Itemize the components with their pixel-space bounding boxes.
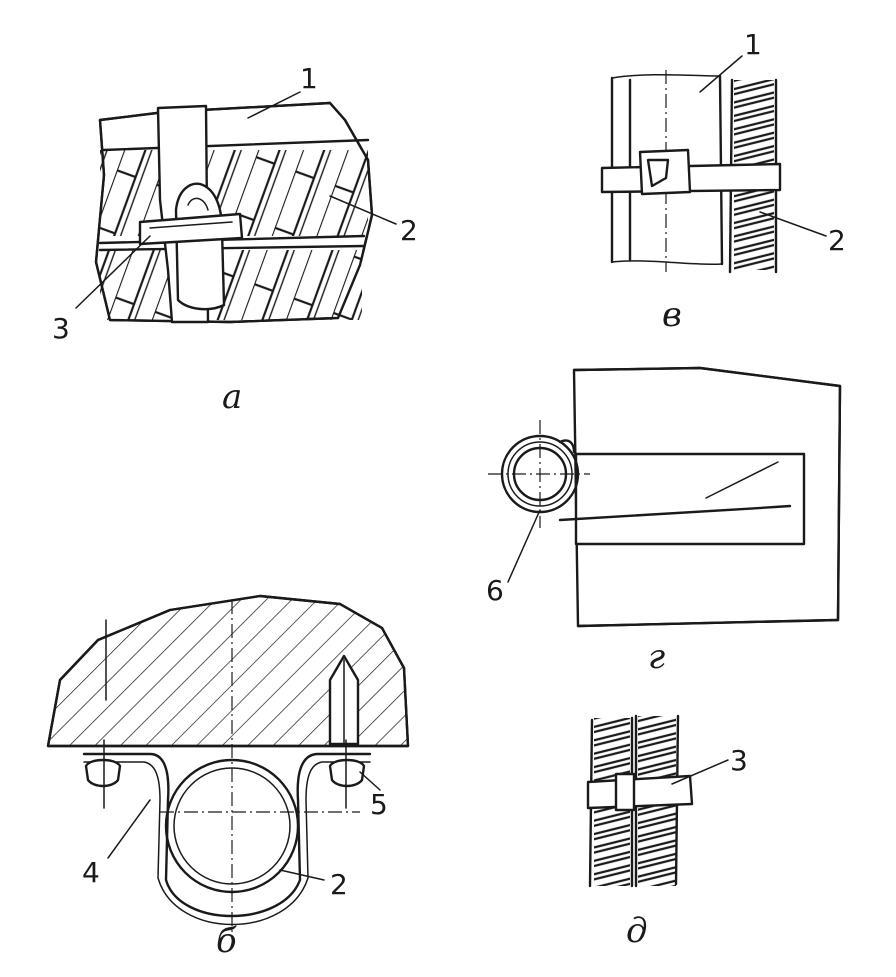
cable-upper-edge <box>102 138 370 152</box>
leader-g-6 <box>507 509 541 583</box>
strap-buckle <box>138 212 244 246</box>
anchor-tail <box>705 461 779 499</box>
panel-a: 1 2 3 а <box>52 62 418 417</box>
leader-v-1 <box>699 55 743 93</box>
cable-seam-2 <box>98 244 366 252</box>
leader-v-2 <box>759 211 827 237</box>
screw-right <box>328 758 366 788</box>
panel-b: 5 4 2 б <box>46 594 410 961</box>
tie-band <box>586 774 694 810</box>
callout-2: 2 <box>400 214 418 247</box>
callout-d-3: 3 <box>730 744 748 777</box>
panel-label-b: б <box>216 921 237 961</box>
leader-1 <box>247 91 301 119</box>
callout-b-2: 2 <box>330 868 348 901</box>
leader-d-3 <box>671 759 729 785</box>
callout-3: 3 <box>52 312 70 345</box>
callout-6: 6 <box>486 574 504 607</box>
callout-v-2: 2 <box>828 224 846 257</box>
panel-label-d: д <box>626 911 648 951</box>
tie-lock <box>614 772 636 812</box>
wall-outline <box>572 366 842 628</box>
anchor-wire <box>558 504 792 522</box>
leader-b-2 <box>279 869 325 881</box>
screw-left <box>84 758 122 788</box>
leader-b-4 <box>107 799 151 859</box>
concrete-slab <box>46 594 410 748</box>
panel-label-a: а <box>222 377 242 417</box>
clip-body-detail <box>187 197 209 211</box>
lock-tooth <box>646 158 670 188</box>
buckle-inner <box>149 221 233 229</box>
grout-bed <box>574 452 806 546</box>
slab-hatch <box>48 596 408 746</box>
clip-body <box>174 182 226 311</box>
callout-4: 4 <box>82 856 100 889</box>
callout-1: 1 <box>300 62 318 95</box>
cable-outline-stroke <box>94 101 374 324</box>
grout-bed-bg <box>576 454 804 544</box>
strap-lock <box>638 148 692 196</box>
conduit-ends <box>611 73 723 266</box>
panel-label-g: г <box>648 637 665 677</box>
panel-v: 1 2 в <box>600 28 846 335</box>
clamp-hook <box>558 439 576 454</box>
panel-label-v: в <box>662 295 682 335</box>
leader-3 <box>75 235 151 309</box>
panel-d: 3 д <box>586 714 748 951</box>
leader-2 <box>329 195 397 225</box>
clamp-strap-inner <box>83 761 371 926</box>
panel-g: 6 г <box>486 366 842 677</box>
leader-b-5 <box>359 771 381 791</box>
callout-5: 5 <box>370 788 388 821</box>
lower-cable-coils <box>100 250 362 320</box>
callout-v-1: 1 <box>744 28 762 61</box>
